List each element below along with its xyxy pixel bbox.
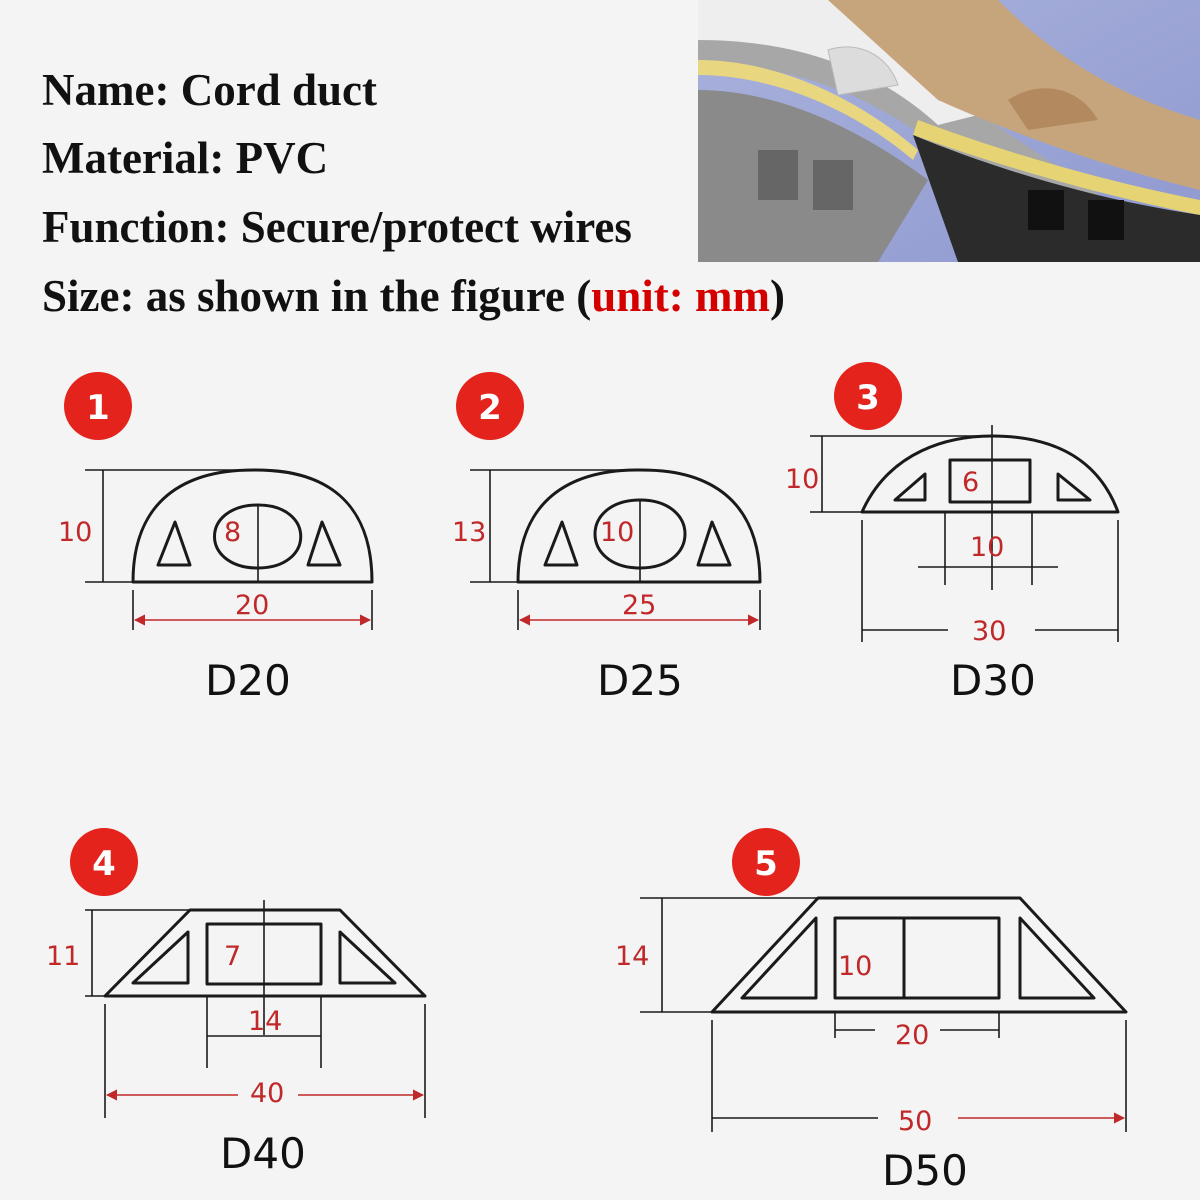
d25-height-label: 13	[452, 517, 486, 548]
d20-left-hollow	[156, 520, 192, 567]
d50-width-label: 50	[898, 1106, 932, 1137]
d50-right-hollow	[1018, 916, 1096, 1000]
badge-2-circle	[456, 372, 524, 440]
d40-right-hollow	[338, 930, 397, 985]
figure-d30: 3 10 6 10 30 D30	[785, 362, 1120, 705]
d40-left-hollow	[131, 930, 190, 985]
badge-4-label: 4	[92, 844, 116, 884]
d30-right-hollow	[1056, 472, 1092, 502]
d20-width-label: 20	[235, 590, 269, 621]
d30-height-label: 10	[785, 464, 819, 495]
spec-material: Material: PVC	[42, 133, 329, 183]
d30-inner-w-label: 10	[970, 532, 1004, 563]
badge-5-circle	[732, 828, 800, 896]
d20-profile	[131, 468, 374, 584]
spec-size-unit: unit: mm	[591, 271, 770, 321]
d20-model-label: D20	[205, 656, 291, 705]
d20-height-label: 10	[58, 517, 92, 548]
badge-4-circle	[70, 828, 138, 896]
figure-d40: 4 11 7 14 40 D40	[46, 828, 427, 1178]
figure-d20: 1 10 8 20 D20	[58, 372, 374, 705]
d50-inner-w-label: 20	[895, 1020, 929, 1051]
spec-name: Name: Cord duct	[42, 65, 377, 115]
d40-model-label: D40	[220, 1129, 306, 1178]
d25-right-hollow	[696, 520, 732, 567]
d40-inner-w-label: 14	[248, 1006, 282, 1037]
d40-height-label: 11	[46, 941, 80, 972]
d25-model-label: D25	[597, 656, 683, 705]
figure-d25: 2 13 10 25 D25	[452, 372, 762, 705]
d30-inner-h-label: 6	[962, 467, 979, 498]
d40-inner-h-label: 7	[224, 941, 241, 972]
badge-1-circle	[64, 372, 132, 440]
spec-function: Function: Secure/protect wires	[42, 202, 632, 252]
d50-model-label: D50	[882, 1146, 968, 1195]
figure-d50: 5 14 10 20 50 D50	[615, 828, 1128, 1195]
d25-left-hollow	[543, 520, 579, 567]
d30-width-label: 30	[972, 616, 1006, 647]
d20-right-hollow	[306, 520, 342, 567]
d20-inner-label: 8	[224, 517, 241, 548]
d50-profile	[710, 896, 1128, 1014]
d30-model-label: D30	[950, 656, 1036, 705]
d25-width-label: 25	[622, 590, 656, 621]
spec-size-prefix: Size: as shown in the figure (	[42, 271, 592, 321]
spec-size: Size: as shown in the figure (unit: mm)	[42, 274, 785, 319]
d50-height-label: 14	[615, 941, 649, 972]
badge-5-label: 5	[754, 844, 778, 884]
d50-inner-h-label: 10	[838, 951, 872, 982]
d25-profile	[516, 468, 762, 584]
badge-3-label: 3	[856, 378, 880, 418]
d40-profile	[103, 908, 427, 998]
d50-center-channel	[833, 916, 1001, 1000]
badge-3-circle	[834, 362, 902, 430]
d50-left-hollow	[740, 916, 818, 1000]
spec-size-suffix: )	[769, 271, 785, 321]
badge-2-label: 2	[478, 388, 502, 428]
d40-width-label: 40	[250, 1078, 284, 1109]
d25-inner-label: 10	[600, 517, 634, 548]
d30-center-channel	[948, 458, 1032, 504]
badge-1-label: 1	[86, 388, 110, 428]
cord-duct-photo	[698, 0, 1200, 262]
d30-left-hollow	[893, 472, 927, 502]
